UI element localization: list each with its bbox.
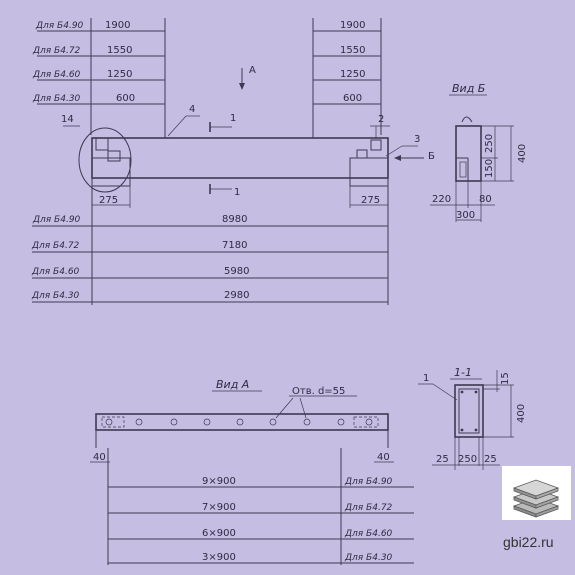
section-top-dim: 15 <box>500 372 511 385</box>
view-b-dim: 80 <box>479 194 492 205</box>
spacing-label: Для Б4.72 <box>344 503 393 513</box>
top-row-label: Для Б4.30 <box>32 94 81 104</box>
spacing-label: Для Б4.90 <box>344 477 393 487</box>
view-a-arrow-label: А <box>249 65 256 76</box>
position-2-label: 2 <box>378 114 384 125</box>
length-row-label: Для Б4.30 <box>31 291 80 301</box>
length-row-value: 2980 <box>224 290 249 301</box>
top-row-value: 600 <box>116 93 135 104</box>
length-row-label: Для Б4.90 <box>32 215 81 225</box>
length-row-label: Для Б4.72 <box>31 241 80 251</box>
view-b-dim: 220 <box>432 194 451 205</box>
right-end-dim: 40 <box>377 452 390 463</box>
section-bottom-dim: 25 <box>484 454 497 465</box>
spacing-value: 7×900 <box>202 502 236 513</box>
section-height-dim: 400 <box>516 404 527 423</box>
position-14-label: 14 <box>61 114 74 125</box>
top-row-label: Для Б4.90 <box>35 21 84 31</box>
right-row-value: 1900 <box>340 20 365 31</box>
top-row-value: 1900 <box>105 20 130 31</box>
spacing-label: Для Б4.30 <box>344 553 393 563</box>
length-table: Для Б4.90 8980 Для Б4.72 7180 Для Б4.60 … <box>31 186 389 305</box>
view-b-dim: 150 <box>484 159 495 178</box>
section-title: 1-1 <box>454 366 472 379</box>
right-row-value: 1250 <box>340 69 365 80</box>
right-row-value: 600 <box>343 93 362 104</box>
top-row-label: Для Б4.72 <box>32 46 81 56</box>
spacing-label: Для Б4.60 <box>344 529 393 539</box>
view-b: Вид Б 250 150 400 220 80 300 <box>430 82 528 222</box>
length-row-value: 5980 <box>224 266 249 277</box>
top-dimension-table-left: Для Б4.90 1900 Для Б4.72 1550 Для Б4.60 … <box>32 18 166 138</box>
right-support-dim: 275 <box>361 195 380 206</box>
top-row-value: 1250 <box>107 69 132 80</box>
length-row-label: Для Б4.60 <box>31 267 80 277</box>
hole-label: Отв. d=55 <box>292 386 345 397</box>
top-row-value: 1550 <box>107 45 132 56</box>
view-b-title: Вид Б <box>452 82 485 95</box>
view-b-arrow-label: Б <box>428 151 435 162</box>
spacing-value: 9×900 <box>202 476 236 487</box>
section-bottom-dim: 25 <box>436 454 449 465</box>
top-row-label: Для Б4.60 <box>32 70 81 80</box>
view-a-title: Вид А <box>216 378 249 391</box>
view-b-dim: 300 <box>456 210 475 221</box>
position-3-label: 3 <box>414 134 420 145</box>
left-support-dim: 275 <box>99 195 118 206</box>
right-row-value: 1550 <box>340 45 365 56</box>
watermark-text: gbi22.ru <box>503 534 554 550</box>
view-b-dim: 400 <box>517 144 528 163</box>
section-position-label: 1 <box>423 373 429 384</box>
section-mark-bottom: 1 <box>234 187 240 198</box>
detail-circle <box>78 127 132 193</box>
section-1-1: 1-1 1 15 400 25 250 25 <box>418 366 527 470</box>
beam-elevation: 275 275 1 1 А 4 2 3 Б 14 <box>61 65 435 208</box>
section-bottom-dim: 250 <box>458 454 477 465</box>
left-end-dim: 40 <box>93 452 106 463</box>
length-row-value: 7180 <box>222 240 247 251</box>
view-b-dim: 250 <box>484 134 495 153</box>
top-dimension-table-right: 1900 1550 1250 600 <box>312 18 382 138</box>
length-row-value: 8980 <box>222 214 247 225</box>
section-mark: 1 <box>230 113 236 124</box>
watermark-badge <box>502 466 571 520</box>
spacing-value: 6×900 <box>202 528 236 539</box>
hole-row <box>105 418 373 426</box>
spacing-value: 3×900 <box>202 552 236 563</box>
stacked-slabs-icon <box>512 479 560 518</box>
view-a: Вид А Отв. d=55 40 40 <box>90 378 414 565</box>
position-4-label: 4 <box>189 104 195 115</box>
